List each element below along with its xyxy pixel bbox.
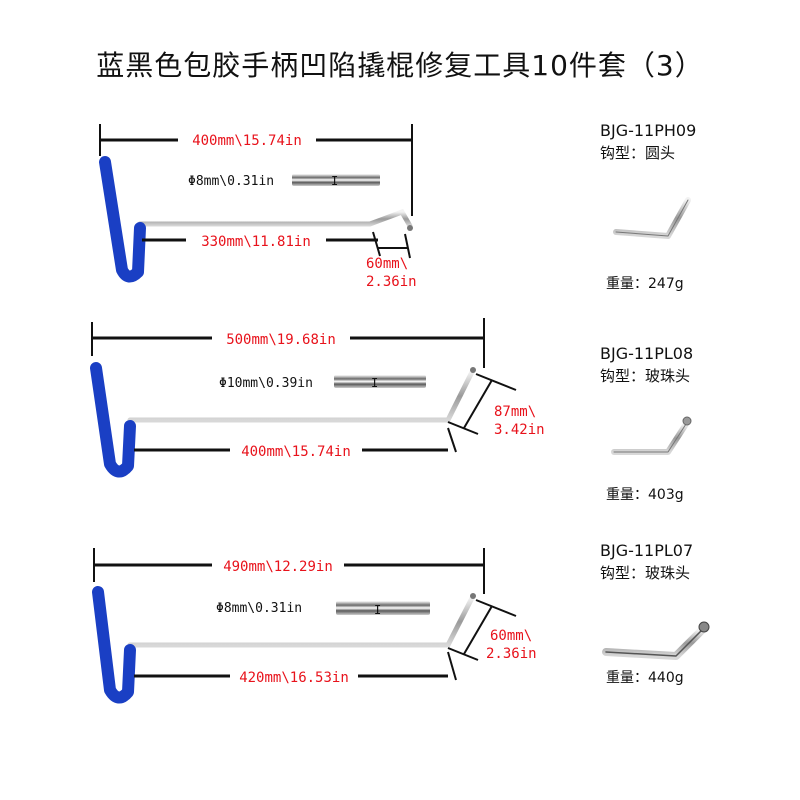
tool-3-diameter: Φ8mm\0.31in xyxy=(216,601,302,616)
tool-1-rod-length: 330mm\11.81in xyxy=(201,234,311,250)
tool-3-rod-label-bg xyxy=(230,665,358,687)
tool-2-tip-length-b: 3.42in xyxy=(494,422,545,438)
tool-2-diameter: Φ10mm\0.39in xyxy=(219,376,313,391)
tool-3-total-length: 490mm\12.29in xyxy=(223,559,333,575)
tool-1-section-mark: I xyxy=(331,174,338,188)
tool-2-tip-dim-line xyxy=(463,379,493,429)
tool-2-tip-tick-b xyxy=(447,421,479,435)
tool-2-rod-label-bg xyxy=(230,439,362,461)
tip-photo-1 xyxy=(613,197,691,239)
tool-2-total-label-bg xyxy=(212,327,350,349)
tool-3-model: BJG-11PL07 xyxy=(600,541,694,560)
tool-3-tip-dim-line xyxy=(463,605,493,655)
tool-3-hook-type: 钩型：玻珠头 xyxy=(600,564,691,582)
tool-2-model: BJG-11PL08 xyxy=(600,344,694,363)
tool-2-rod-tick-right xyxy=(447,427,457,453)
tool-1: 400mm\15.74in Φ8mm\0.31in I 330mm\11.81i… xyxy=(99,124,417,290)
tool-3-rod-tick-right xyxy=(447,651,457,681)
tool-3-info: BJG-11PL07 钩型：玻珠头 xyxy=(600,540,693,584)
tool-2-total-length: 500mm\19.68in xyxy=(226,332,336,348)
tool-2-rod xyxy=(127,369,475,423)
tool-2: 500mm\19.68in Φ10mm\0.39in I 400mm\15.74… xyxy=(90,318,545,478)
tool-2-hook-type: 钩型：玻珠头 xyxy=(600,367,691,385)
tool-3-tip-length-b: 2.36in xyxy=(486,646,537,662)
tool-3-total-label-bg xyxy=(212,554,344,576)
tool-1-total-length: 400mm\15.74in xyxy=(192,133,302,149)
tool-3-weight: 重量：440g xyxy=(606,670,684,686)
tool-1-rod-label-bg xyxy=(186,229,326,251)
tool-1-cross-section xyxy=(292,174,380,186)
tool-2-rod-length: 400mm\15.74in xyxy=(241,444,351,460)
tool-3-tip xyxy=(470,593,476,599)
tool-3-handle xyxy=(92,586,136,704)
tool-2-cross-section xyxy=(334,375,426,388)
tool-1-total-label-bg xyxy=(178,128,316,150)
tool-2-weight: 重量：403g xyxy=(606,487,684,503)
tool-3-section-mark: I xyxy=(374,603,381,617)
tool-1-tip-tick-b xyxy=(404,233,411,259)
tool-1-tip xyxy=(407,225,413,231)
tool-3-rod-length: 420mm\16.53in xyxy=(239,670,349,686)
tool-1-tip-length-b: 2.36in xyxy=(366,274,417,290)
tool-1-rod xyxy=(137,208,413,229)
tip-photo-2 xyxy=(611,416,692,455)
tool-1-info: BJG-11PH09 钩型：圆头 xyxy=(600,120,696,164)
tool-3-cross-section xyxy=(336,601,430,615)
tool-1-tip-tick-a xyxy=(372,231,381,257)
tool-2-tip-tick-a xyxy=(475,373,517,391)
tool-1-tip-length-a: 60mm\ xyxy=(366,256,408,272)
tool-1-weight: 重量：247g xyxy=(606,276,684,292)
tool-3-rod xyxy=(127,595,475,648)
tip-photo-3 xyxy=(602,621,710,660)
tool-2-handle xyxy=(90,362,136,478)
tool-1-hook-type: 钩型：圆头 xyxy=(600,144,676,162)
tool-2-tip-length-a: 87mm\ xyxy=(494,404,536,420)
tool-3-tip-tick-b xyxy=(447,647,479,661)
tool-2-section-mark: I xyxy=(371,376,378,390)
tool-1-diameter: Φ8mm\0.31in xyxy=(188,174,274,189)
tool-3-tip-length-a: 60mm\ xyxy=(490,628,532,644)
tool-2-tip xyxy=(470,367,476,373)
tool-1-handle xyxy=(99,156,146,283)
tool-2-info: BJG-11PL08 钩型：玻珠头 xyxy=(600,343,693,387)
tool-3: 490mm\12.29in Φ8mm\0.31in I 420mm\16.53i… xyxy=(92,548,537,704)
page-title: 蓝黑色包胶手柄凹陷撬棍修复工具10件套（3） xyxy=(96,49,704,82)
tool-3-tip-tick-a xyxy=(475,599,517,617)
tool-1-model: BJG-11PH09 xyxy=(600,121,697,140)
